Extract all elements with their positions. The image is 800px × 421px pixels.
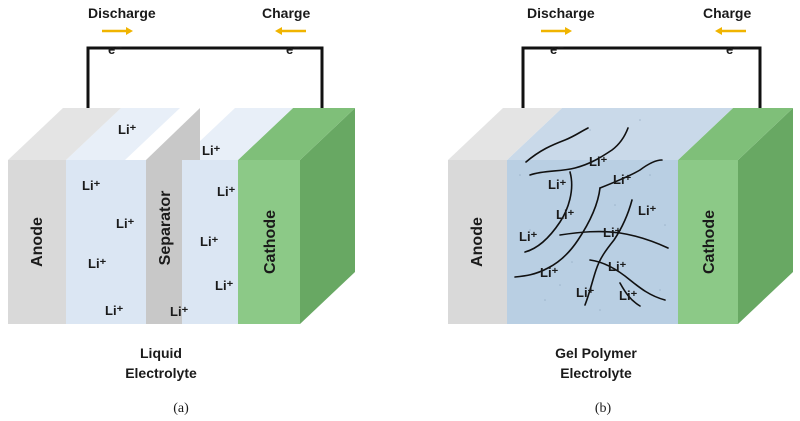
external-circuit-wire-b [521, 46, 762, 110]
caption-b: (b) [595, 401, 612, 416]
li-ion-a-10: Li⁺ [170, 304, 189, 319]
li-ion-a-1: Li⁺ [118, 122, 137, 137]
cathode-front-a [238, 160, 300, 324]
discharge-label-b: Discharge [527, 5, 595, 21]
li-ion-a-8: Li⁺ [200, 234, 219, 249]
li-ion-b-5: Li⁺ [638, 203, 657, 218]
polymer-chains [514, 127, 669, 307]
li-ion-b-7: Li⁺ [603, 225, 622, 240]
anode-front-a [8, 160, 66, 324]
electrolyte-top-left-a [66, 108, 180, 160]
cathode-label-a: Cathode [262, 210, 279, 274]
liquid-electrolyte-right-a [182, 160, 238, 324]
li-ion-b-6: Li⁺ [519, 229, 538, 244]
anode-top-a [8, 108, 121, 160]
separator-front-a [146, 160, 182, 324]
charge-arrow-icon-b [715, 27, 746, 35]
li-ion-a-3: Li⁺ [116, 216, 135, 231]
charge-arrow-icon-a [275, 27, 306, 35]
li-ion-b-1: Li⁺ [589, 154, 608, 169]
liquid-electrolyte-left-a [66, 160, 146, 324]
li-ion-a-9: Li⁺ [215, 278, 234, 293]
li-ion-a-5: Li⁺ [105, 303, 124, 318]
separator-label-a: Separator [157, 191, 174, 266]
panel-a: Discharge Charge e⁻ e⁻ Anode [8, 5, 355, 416]
external-circuit-wire-a [86, 46, 324, 110]
electron-label-right-a: e⁻ [286, 42, 300, 57]
panel-b: Discharge Charge e⁻ e⁻ [448, 5, 793, 416]
electron-label-right-b: e⁻ [726, 42, 740, 57]
cathode-front-b [678, 160, 738, 324]
li-ion-b-4: Li⁺ [556, 207, 575, 222]
caption-a: (a) [173, 401, 189, 416]
electrolyte-label-line2-b: Electrolyte [560, 365, 632, 381]
electrolyte-label-line1-b: Gel Polymer [555, 345, 637, 361]
discharge-label-a: Discharge [88, 5, 156, 21]
discharge-arrow-icon-b [541, 27, 572, 35]
electrolyte-label-line2-a: Electrolyte [125, 365, 197, 381]
cathode-top-b [678, 108, 793, 160]
cathode-side-b [738, 108, 793, 324]
cathode-label-b: Cathode [701, 210, 718, 274]
li-ion-a-6: Li⁺ [202, 143, 221, 158]
anode-front-b [448, 160, 507, 324]
electrolyte-label-line1-a: Liquid [140, 345, 182, 361]
li-ion-b-2: Li⁺ [548, 177, 567, 192]
cathode-side-a [300, 108, 355, 324]
li-ion-b-9: Li⁺ [608, 259, 627, 274]
electron-label-left-b: e⁻ [550, 42, 564, 57]
electrolyte-top-right-a [180, 108, 293, 160]
charge-label-b: Charge [703, 5, 751, 21]
li-ion-a-2: Li⁺ [82, 178, 101, 193]
gel-polymer-electrolyte-b [507, 160, 678, 324]
gel-texture [519, 119, 666, 311]
electron-label-left-a: e⁻ [108, 42, 122, 57]
li-ion-b-11: Li⁺ [619, 288, 638, 303]
li-ion-b-8: Li⁺ [540, 265, 559, 280]
discharge-arrow-icon-a [102, 27, 133, 35]
anode-label-a: Anode [29, 217, 46, 267]
charge-label-a: Charge [262, 5, 310, 21]
anode-top-b [448, 108, 562, 160]
cathode-top-a [238, 108, 355, 160]
li-ion-b-10: Li⁺ [576, 285, 595, 300]
li-ion-a-7: Li⁺ [217, 184, 236, 199]
anode-label-b: Anode [469, 217, 486, 267]
gel-electrolyte-top-b [507, 108, 733, 160]
li-ion-b-3: Li⁺ [613, 172, 632, 187]
li-ion-a-4: Li⁺ [88, 256, 107, 271]
